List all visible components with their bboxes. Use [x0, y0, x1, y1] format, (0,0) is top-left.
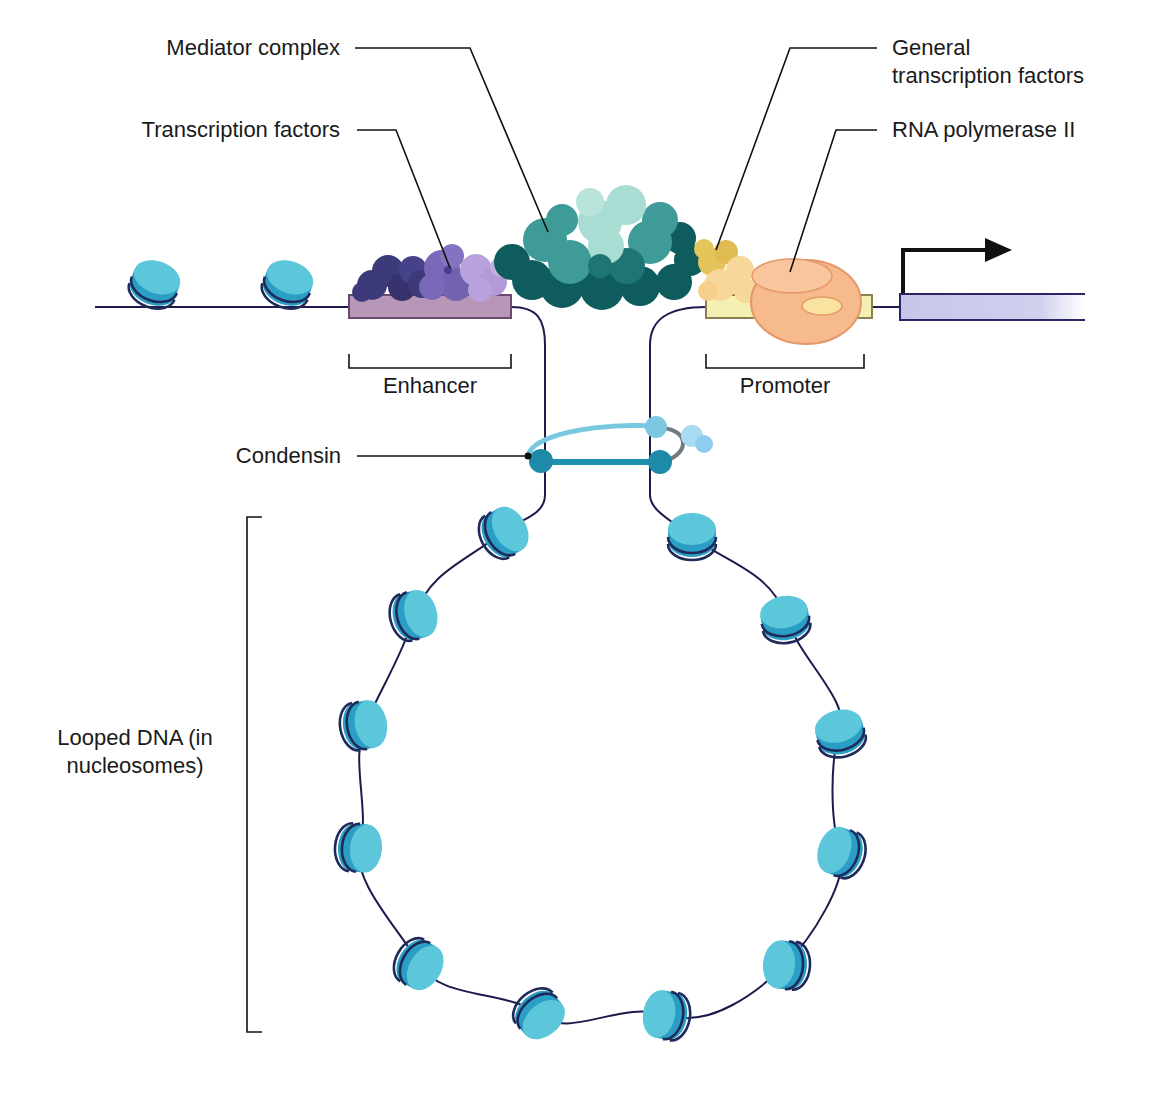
leader-line [357, 130, 450, 268]
protein-blob [642, 202, 678, 238]
nucleosome [761, 939, 812, 991]
nucleosome [386, 932, 451, 997]
rna-polymerase [751, 259, 861, 344]
leader-line [790, 130, 877, 272]
condensin-head [695, 435, 713, 453]
condensin-ball [529, 449, 553, 473]
polymerase-body [751, 260, 861, 344]
condensin-ball [645, 416, 667, 438]
mediator-complex [494, 185, 706, 310]
label: RNA polymerase II [892, 116, 1152, 144]
dna-strand [95, 306, 349, 308]
protein-blob [576, 188, 604, 216]
label: Transcription factors [60, 116, 340, 144]
protein-blob [352, 282, 372, 302]
label: Condensin [160, 442, 341, 470]
protein-blob [419, 274, 445, 300]
nucleosome [124, 254, 185, 315]
nucleosome [811, 822, 872, 883]
general-transcription-factors [694, 239, 758, 303]
bracket [247, 517, 262, 1032]
nucleosome [471, 500, 536, 565]
label: Looped DNA (in nucleosomes) [40, 724, 230, 780]
nucleosome [336, 698, 391, 753]
gene-outline [900, 294, 1085, 320]
label: Mediator complex [100, 34, 340, 62]
gene-region [900, 294, 1085, 320]
leader-dot [525, 453, 532, 460]
condensin-ring [540, 459, 660, 465]
nucleosome [257, 254, 318, 315]
protein-texture [444, 266, 452, 274]
label: Enhancer [350, 372, 510, 400]
dna-strand [872, 306, 900, 308]
bracket [706, 354, 864, 368]
protein-blob [440, 244, 464, 268]
protein-blob [468, 278, 492, 302]
protein-blob [694, 239, 714, 259]
protein-blob [546, 204, 578, 236]
condensin [528, 416, 713, 474]
nucleosome [811, 705, 870, 763]
label: General transcription factors [892, 34, 1088, 90]
condensin-ball [648, 450, 672, 474]
leader-line [357, 455, 528, 457]
protein-blob [588, 254, 612, 278]
leader-line [716, 48, 877, 250]
protein-blob [548, 240, 592, 284]
arrow-head [985, 238, 1012, 262]
nucleosome [758, 592, 813, 647]
tss-arrow [903, 250, 988, 293]
dna-loop [359, 307, 842, 1023]
nucleosome [668, 513, 716, 560]
bracket [349, 354, 511, 368]
polymerase-cleft [802, 297, 842, 315]
nucleosome [385, 586, 443, 645]
nucleosome [333, 822, 384, 874]
nucleosome [639, 988, 694, 1043]
leader-line [355, 48, 548, 232]
nucleosome [506, 980, 573, 1047]
label: Promoter [705, 372, 865, 400]
protein-blob [606, 185, 646, 225]
transcription-factors [352, 244, 510, 302]
protein-blob [698, 281, 718, 301]
